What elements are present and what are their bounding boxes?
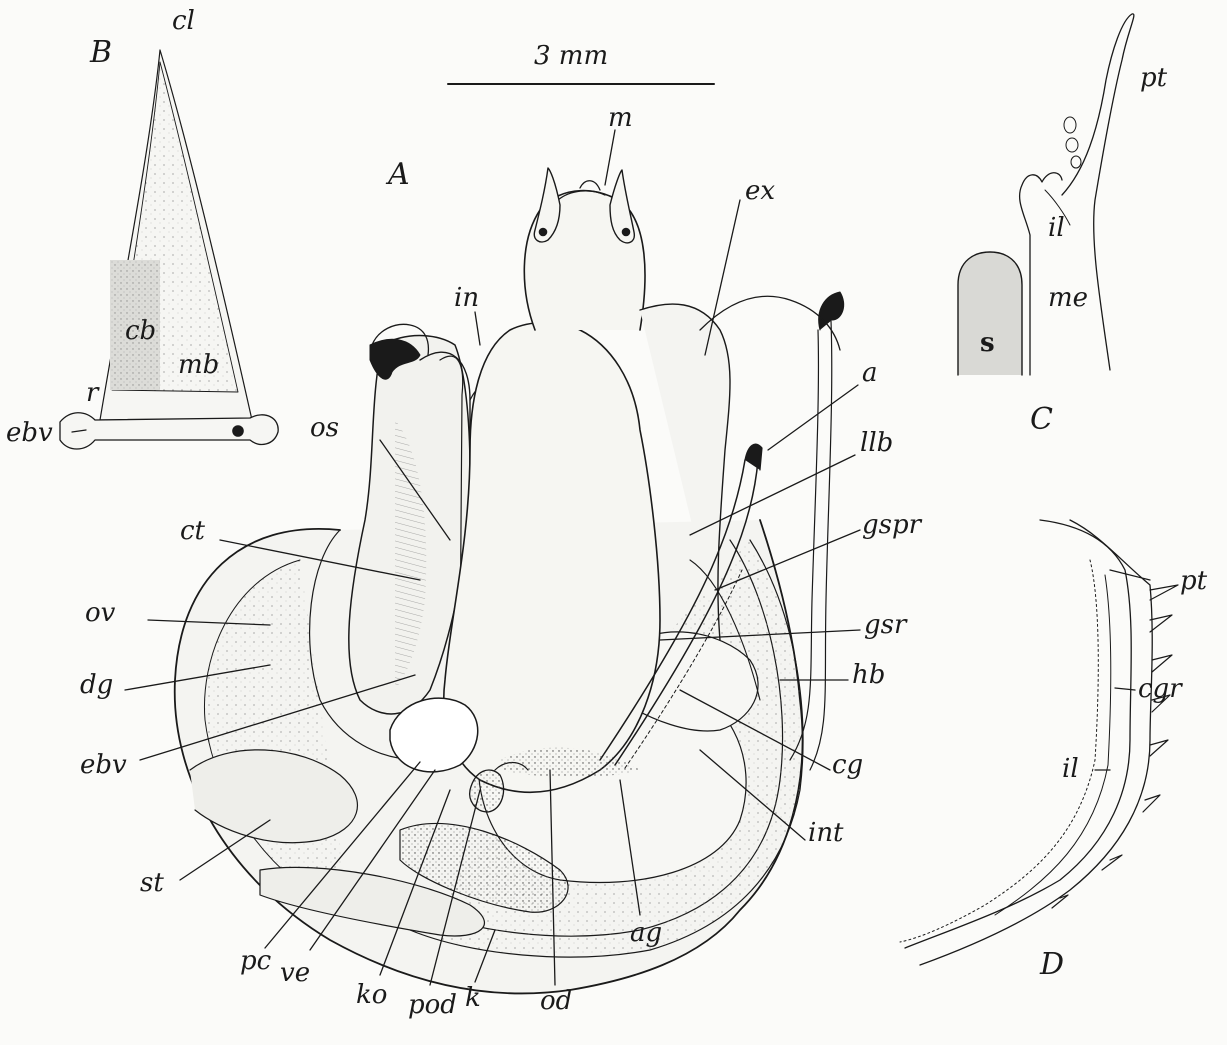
label-ve: ve xyxy=(280,960,310,986)
label-ct: ct xyxy=(180,518,205,544)
label-b-mb: mb xyxy=(178,352,219,378)
panel-a-main-dissection xyxy=(175,168,844,993)
scale-bar-label: 3 mm xyxy=(534,43,608,69)
label-c-s: s xyxy=(980,330,995,356)
panel-d-detail xyxy=(900,520,1178,965)
label-k: k xyxy=(465,985,481,1011)
label-a: a xyxy=(862,360,878,386)
label-c-il: il xyxy=(1048,215,1065,241)
label-ko: ko xyxy=(356,982,387,1008)
label-dg: dg xyxy=(80,672,113,698)
label-gspr: gspr xyxy=(862,512,921,538)
label-d-il: il xyxy=(1062,756,1079,782)
label-gsr: gsr xyxy=(864,612,906,638)
label-ov: ov xyxy=(85,600,115,626)
label-c-pt: pt xyxy=(1140,65,1167,91)
label-b-ebv: ebv xyxy=(6,420,53,446)
label-b-cl: cl xyxy=(172,8,195,34)
label-int: int xyxy=(808,820,844,846)
label-b-cb: cb xyxy=(125,318,156,344)
label-ag: ag xyxy=(630,920,662,946)
label-os: os xyxy=(310,415,339,441)
label-pc: pc xyxy=(240,948,271,974)
panel-label-a: A xyxy=(388,160,410,190)
label-c-me: me xyxy=(1048,285,1088,311)
label-ex: ex xyxy=(745,178,775,204)
label-d-cgr: cgr xyxy=(1138,676,1182,702)
label-b-r: r xyxy=(86,380,98,406)
panel-label-c: C xyxy=(1030,405,1053,435)
label-od: od xyxy=(540,988,572,1014)
label-m: m xyxy=(608,105,633,131)
label-ebv: ebv xyxy=(80,752,127,778)
label-pod: pod xyxy=(408,992,457,1018)
label-hb: hb xyxy=(852,662,885,688)
panel-label-d: D xyxy=(1040,950,1064,980)
label-cg: cg xyxy=(832,752,863,778)
panel-label-b: B xyxy=(90,38,112,68)
label-llb: llb xyxy=(860,430,893,456)
label-in: in xyxy=(454,285,479,311)
label-d-pt: pt xyxy=(1180,568,1207,594)
panel-c-detail xyxy=(958,14,1134,375)
label-st: st xyxy=(140,870,164,896)
